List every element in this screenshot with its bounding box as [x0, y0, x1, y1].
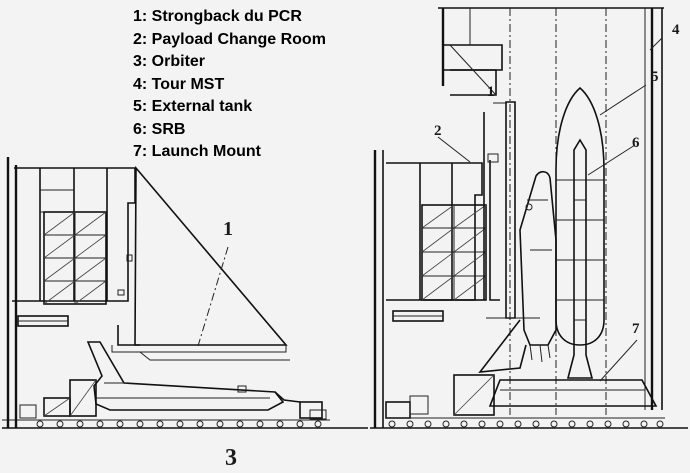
right-tour-mst — [438, 7, 664, 415]
right-leader-4 — [649, 37, 663, 51]
legend-list: 1: Strongback du PCR 2: Payload Change R… — [133, 6, 326, 164]
left-callout-1: 1 — [223, 218, 233, 240]
legend-item-srb: 6: SRB — [133, 120, 186, 138]
left-tower — [6, 157, 136, 428]
left-view: 1 3 — [2, 157, 368, 471]
legend-item-orbiter: 3: Orbiter — [133, 53, 206, 70]
right-payload-change-room — [386, 112, 500, 322]
right-launch-mount — [385, 374, 665, 419]
left-crawler-wheels — [36, 420, 322, 428]
left-launch-structures — [19, 379, 327, 420]
right-frame — [370, 150, 688, 429]
right-leader-2 — [437, 136, 471, 163]
right-leader-5 — [599, 84, 647, 116]
left-leader-1 — [197, 246, 229, 347]
legend-item-tour-mst: 4: Tour MST — [133, 75, 225, 93]
legend-item-external-tank: 5: External tank — [133, 98, 253, 115]
right-orbiter — [478, 170, 557, 373]
right-leader-7 — [599, 339, 638, 382]
right-external-tank — [555, 86, 605, 346]
right-callout-4: 4 — [672, 22, 680, 38]
legend-item-strongback: 1: Strongback du PCR — [133, 8, 302, 25]
right-callout-2: 2 — [434, 123, 442, 139]
left-callout-3: 3 — [225, 445, 237, 471]
right-leader-6 — [587, 144, 636, 176]
right-srb — [566, 138, 594, 379]
right-crawler-wheels — [388, 420, 664, 428]
right-strongback-pcr — [486, 101, 540, 319]
right-callout-1: 1 — [487, 84, 495, 100]
left-strongback-pcr — [111, 165, 290, 361]
legend-item-payload-change-room: 2: Payload Change Room — [133, 30, 326, 48]
right-view: 1 2 4 5 6 7 — [370, 7, 688, 429]
legend-item-launch-mount: 7: Launch Mount — [133, 143, 261, 160]
right-callout-7: 7 — [632, 321, 640, 337]
right-callout-5: 5 — [651, 69, 659, 85]
right-callout-6: 6 — [632, 135, 640, 151]
